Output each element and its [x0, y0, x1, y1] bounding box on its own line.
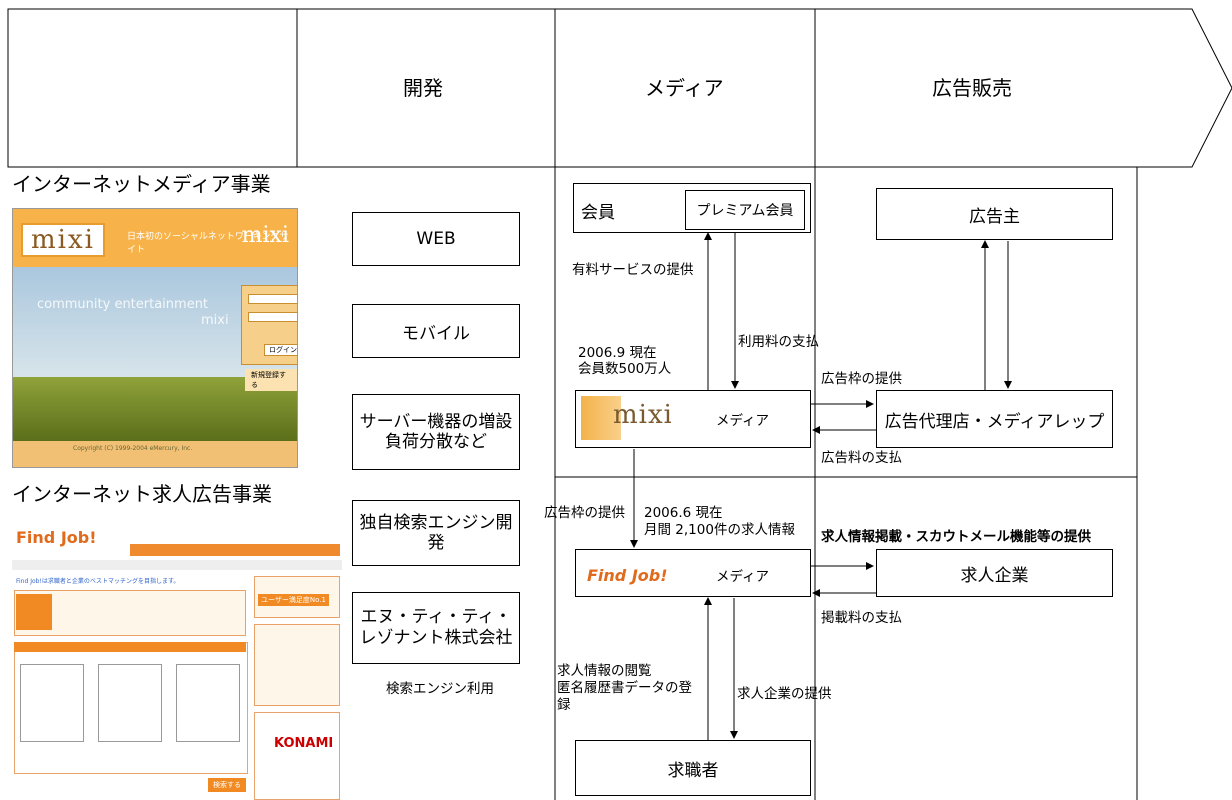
stat-findjob-line1: 2006.6 現在: [644, 505, 723, 521]
mixi-register: 新規登録する: [245, 369, 297, 391]
label-listing-fee: 掲載料の支払: [821, 610, 902, 626]
companies-box: 求人企業: [876, 549, 1113, 597]
mixi-media-label: メディア: [716, 413, 770, 429]
agency-box: 広告代理店・メディアレップ: [876, 390, 1113, 448]
header-ad-sales: 広告販売: [932, 76, 1012, 100]
stat-mixi-line2: 会員数500万人: [578, 361, 672, 377]
label-company-provide: 求人企業の提供: [737, 686, 832, 702]
label-browse-line1: 求人情報の閲覧: [557, 663, 652, 679]
dev-box-mobile: モバイル: [352, 304, 520, 358]
stat-mixi-line1: 2006.9 現在: [578, 345, 657, 361]
dev-note: 検索エンジン利用: [386, 681, 494, 697]
findjob-banner: ユーザー満足度No.1: [258, 594, 329, 606]
findjob-search-button: 検索する: [208, 778, 246, 792]
findjob-media-box: メディア: [575, 549, 811, 597]
label-paid-service: 有料サービスの提供: [572, 262, 694, 278]
dev-box-ntt-resonant: エヌ・ティ・ティ・ レゾナント株式会社: [352, 592, 520, 664]
mixi-subtitle: 日本初のソーシャルネットワーキングサイト: [127, 232, 289, 255]
dev-box-web: WEB: [352, 212, 520, 266]
section-job-ad: インターネット求人広告事業: [12, 482, 272, 506]
mixi-logo-small: mixi: [581, 396, 671, 440]
mixi-community-text-2: mixi: [201, 313, 229, 328]
mixi-logo-right: mixi: [241, 223, 289, 248]
findjob-logo-small: Find Job!: [587, 566, 668, 585]
findjob-tagline: Find Job!は求職者と企業のベストマッチングを目指します。: [16, 578, 180, 585]
mixi-footer: Copyright (C) 1999-2004 eMercury, Inc.: [73, 445, 193, 452]
header-dev: 開発: [403, 76, 443, 100]
findjob-logo: Find Job!: [16, 528, 97, 547]
header-media: メディア: [645, 76, 724, 100]
findjob-screenshot: Find Job! Find Job!は求職者と企業のベストマッチングを目指しま…: [12, 514, 342, 800]
label-ad-fee-payment: 広告料の支払: [821, 450, 902, 466]
job-seekers-box: 求職者: [575, 740, 811, 796]
mixi-screenshot: mixi 日本初のソーシャルネットワーキングサイト mixi community…: [12, 208, 298, 468]
member-label: 会員: [581, 203, 615, 223]
label-ad-slot-provide-bottom: 広告枠の提供: [544, 505, 625, 521]
mixi-login-button: ログイン: [264, 344, 297, 356]
mixi-logo: mixi: [21, 223, 105, 257]
mixi-login-box: ログイン: [241, 285, 297, 365]
label-fee-payment: 利用料の支払: [738, 334, 819, 350]
findjob-konami: KONAMI: [274, 736, 334, 751]
label-browse-line3: 録: [557, 697, 571, 713]
stat-findjob-line2: 月間 2,100件の求人情報: [644, 522, 795, 538]
label-job-info-service: 求人情報掲載・スカウトメール機能等の提供: [821, 529, 1091, 545]
section-internet-media: インターネットメディア事業: [12, 172, 271, 196]
label-ad-slot-provide-top: 広告枠の提供: [821, 371, 902, 387]
dev-box-search-engine: 独自検索エンジン開 発: [352, 500, 520, 566]
dev-box-server: サーバー機器の増設 負荷分散など: [352, 394, 520, 470]
label-browse-line2: 匿名履歴書データの登: [557, 680, 692, 696]
header-chevron: [7, 8, 1232, 168]
mixi-community-text: community entertainment: [37, 297, 209, 312]
advertiser-box: 広告主: [876, 188, 1113, 240]
findjob-media-label: メディア: [716, 569, 770, 585]
premium-member-box: プレミアム会員: [685, 190, 805, 230]
